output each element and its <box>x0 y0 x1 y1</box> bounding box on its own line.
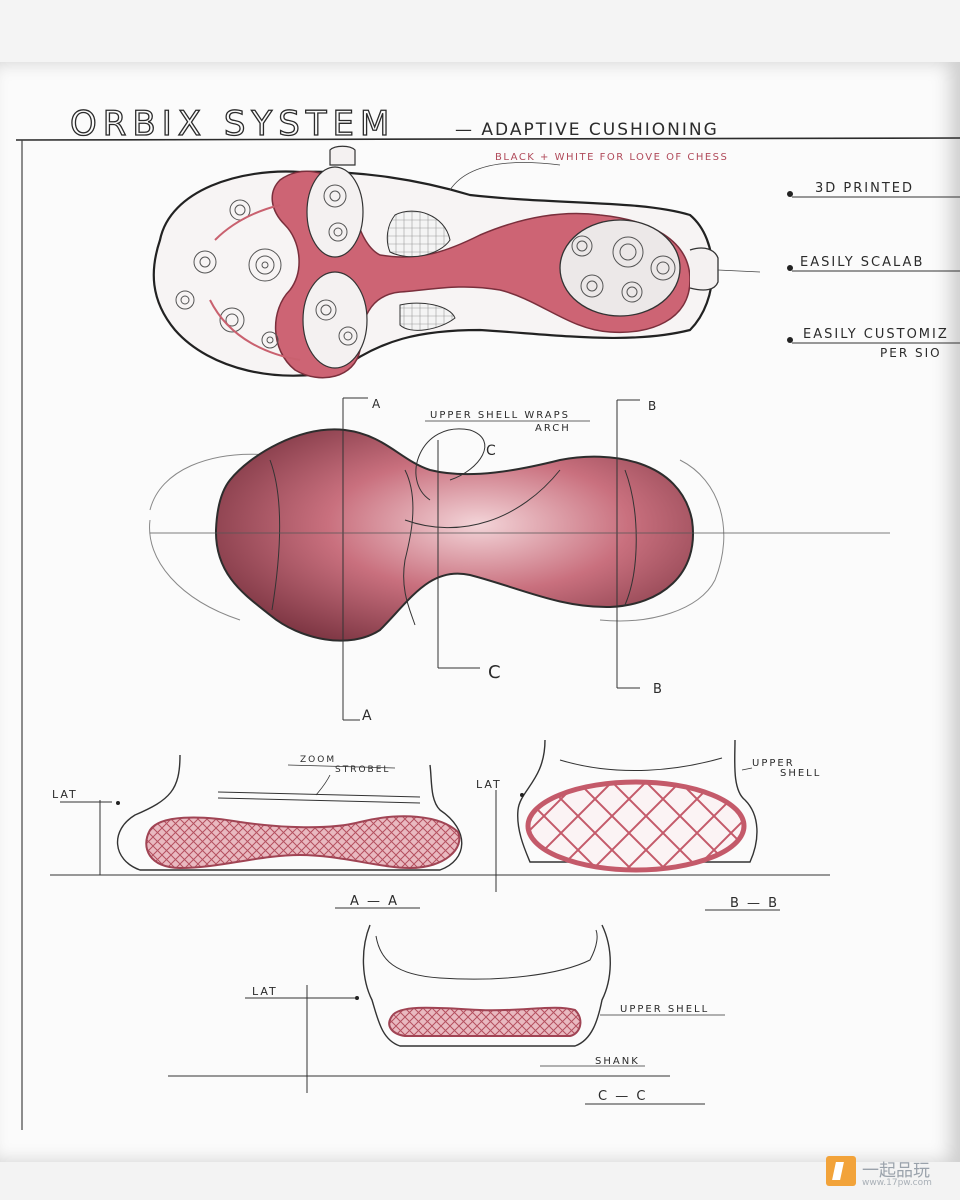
sheet-title: ORBIX SYSTEM <box>70 104 395 144</box>
watermark: 一起品玩 www.17pw.com <box>826 1154 946 1194</box>
section-c-bottom: C <box>488 662 503 683</box>
feature-3d-printed: 3D PRINTED <box>815 181 914 196</box>
note-shell: SHELL <box>780 768 821 779</box>
cushion-pad-view: A A B B C C UPPER SHELL WRAPS ARCH <box>149 397 890 724</box>
note-shank: SHANK <box>595 1056 640 1067</box>
section-a-top: A <box>372 397 382 411</box>
note-zoom: ZOOM <box>300 755 336 765</box>
section-cc-label: C — C <box>598 1089 647 1104</box>
section-c-top: C <box>486 443 498 459</box>
feature-sub-note: PER SIO <box>880 346 942 360</box>
color-note: BLACK + WHITE FOR LOVE OF CHESS <box>495 152 728 163</box>
section-b-top: B <box>648 399 658 413</box>
title-rule <box>15 137 960 141</box>
section-bb-lat: LAT <box>476 778 502 791</box>
feature-customizable: EASILY CUSTOMIZ <box>803 327 949 342</box>
section-b-bottom: B <box>653 682 664 697</box>
page-bottom-margin <box>0 1162 960 1200</box>
note-upper-shell-cc: UPPER SHELL <box>620 1004 709 1015</box>
watermark-url: www.17pw.com <box>862 1178 932 1188</box>
note-upper: UPPER <box>752 758 795 769</box>
section-aa-label: A — A <box>350 894 399 909</box>
note-upper-shell-wraps: UPPER SHELL WRAPS <box>430 410 570 421</box>
feature-list: 3D PRINTED EASILY SCALAB EASILY CUSTOMIZ… <box>787 181 960 360</box>
section-bb: LAT UPPER SHELL B — B <box>470 739 830 911</box>
note-strobel: STROBEL <box>335 765 390 775</box>
section-aa: LAT ZOOM STROBEL A — A <box>50 754 470 909</box>
feature-scalable: EASILY SCALAB <box>800 255 924 270</box>
sheet-subtitle: — ADAPTIVE CUSHIONING <box>455 120 719 140</box>
outsole-top-view <box>152 145 761 379</box>
watermark-brand: 一起品玩 <box>862 1161 930 1181</box>
watermark-logo <box>826 1156 856 1186</box>
note-arch: ARCH <box>535 423 571 434</box>
section-a-bottom: A <box>362 708 374 724</box>
section-bb-label: B — B <box>730 896 779 911</box>
section-cc: LAT UPPER SHELL SHANK C — C <box>168 924 725 1105</box>
section-cc-lat: LAT <box>252 985 278 998</box>
section-aa-lat: LAT <box>52 788 78 801</box>
page-top-margin <box>0 0 960 62</box>
